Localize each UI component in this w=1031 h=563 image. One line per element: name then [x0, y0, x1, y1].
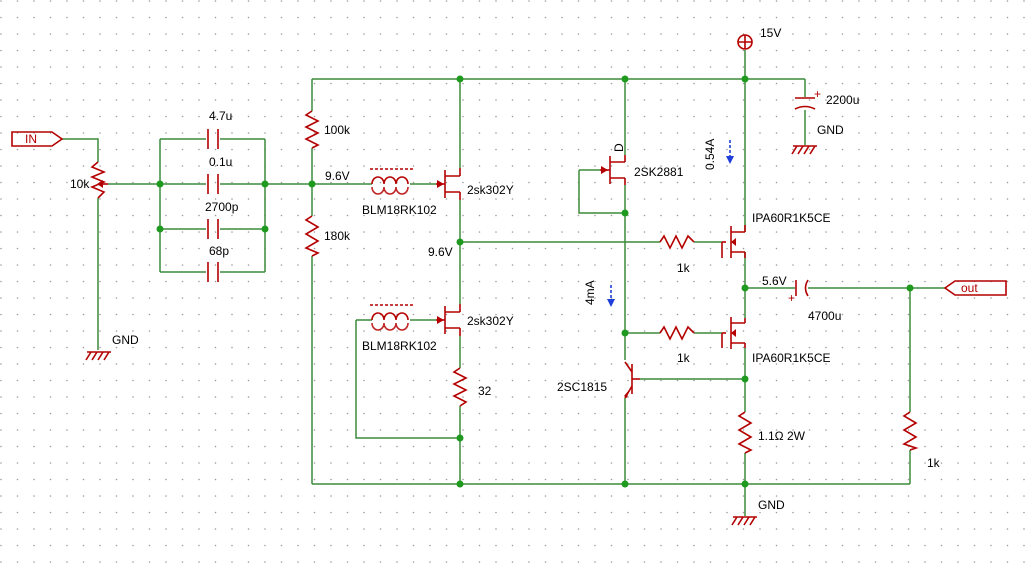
wires [62, 50, 945, 516]
label-out: out [961, 281, 978, 295]
label-blm-1: BLM18RK102 [362, 203, 437, 217]
jfet-2sk2881 [600, 155, 626, 185]
ground-symbol-bottom [731, 516, 757, 526]
label-100k: 100k [324, 123, 351, 137]
label-pin-d: D [612, 143, 626, 152]
capacitor-2700p [207, 219, 219, 239]
capacitor-4-7u [207, 129, 219, 149]
mosfet-ipa60r1k5ce-1 [721, 225, 746, 258]
output-port[interactable] [943, 280, 1007, 296]
svg-text:+: + [788, 291, 795, 305]
ground-symbol-left [85, 351, 111, 361]
current-arrow-4ma [607, 285, 615, 307]
input-port[interactable] [11, 131, 64, 147]
label-4ma: 4mA [583, 280, 597, 305]
label-2sc1815: 2SC1815 [557, 380, 607, 394]
label-15v: 15V [760, 26, 781, 40]
label-2200u: 2200u [826, 93, 859, 107]
capacitor-0-1u [207, 174, 219, 194]
label-jfet1: 2sk302Y [467, 183, 514, 197]
label-2sk2881: 2SK2881 [634, 165, 684, 179]
ferrite-bead-2 [370, 304, 414, 331]
capacitor-68p [207, 262, 219, 282]
label-5-6v: 5.6V [762, 274, 787, 288]
label-mosfet1: IPA60R1K5CE [752, 211, 831, 225]
ferrite-bead-1 [370, 168, 414, 195]
label-180k: 180k [324, 229, 351, 243]
bjt-2sc1815 [624, 361, 640, 399]
resistor-100k [304, 110, 320, 149]
label-1k-gate-1: 1k [677, 261, 691, 275]
supply-15v-symbol [737, 34, 753, 50]
label-1k-load: 1k [927, 456, 941, 470]
resistor-1k-gate-1 [659, 234, 695, 250]
label-2700p: 2700p [205, 200, 239, 214]
svg-text:+: + [814, 87, 821, 101]
label-blm-2: BLM18RK102 [362, 339, 437, 353]
ground-symbol-top [791, 145, 817, 155]
junction-nodes [156, 75, 914, 488]
label-9-6v-mid: 9.6V [428, 245, 453, 259]
label-0-1u: 0.1u [209, 155, 232, 169]
potentiometer-10k [89, 161, 108, 199]
label-4-7u: 4.7u [209, 109, 232, 123]
resistor-1k-gate-2 [659, 325, 695, 341]
label-4700u: 4700u [808, 309, 841, 323]
label-mosfet2: IPA60R1K5CE [752, 351, 831, 365]
label-9-6v-gate: 9.6V [325, 169, 350, 183]
label-1-1ohm: 1.1Ω 2W [758, 429, 806, 443]
label-jfet2: 2sk302Y [467, 314, 514, 328]
capacitor-2200u: + [794, 87, 821, 110]
mosfet-ipa60r1k5ce-2 [721, 317, 746, 349]
capacitor-4700u: + [788, 279, 809, 305]
current-arrow-054a [726, 140, 734, 164]
label-68p: 68p [209, 244, 229, 258]
label-054a: 0.54A [703, 139, 717, 170]
resistor-1k-load [902, 411, 919, 451]
label-gnd-top: GND [817, 123, 844, 137]
resistor-1-1ohm [737, 411, 753, 454]
resistor-32 [452, 367, 468, 407]
resistor-180k [304, 215, 320, 257]
label-1k-gate-2: 1k [677, 351, 691, 365]
label-32: 32 [478, 384, 492, 398]
jfet-2sk302y-2 [436, 304, 461, 336]
label-in: IN [25, 132, 37, 146]
label-gnd-bottom: GND [758, 498, 785, 512]
jfet-2sk302y-1 [436, 168, 461, 200]
label-pot: 10k [70, 177, 90, 191]
label-gnd-left: GND [112, 333, 139, 347]
